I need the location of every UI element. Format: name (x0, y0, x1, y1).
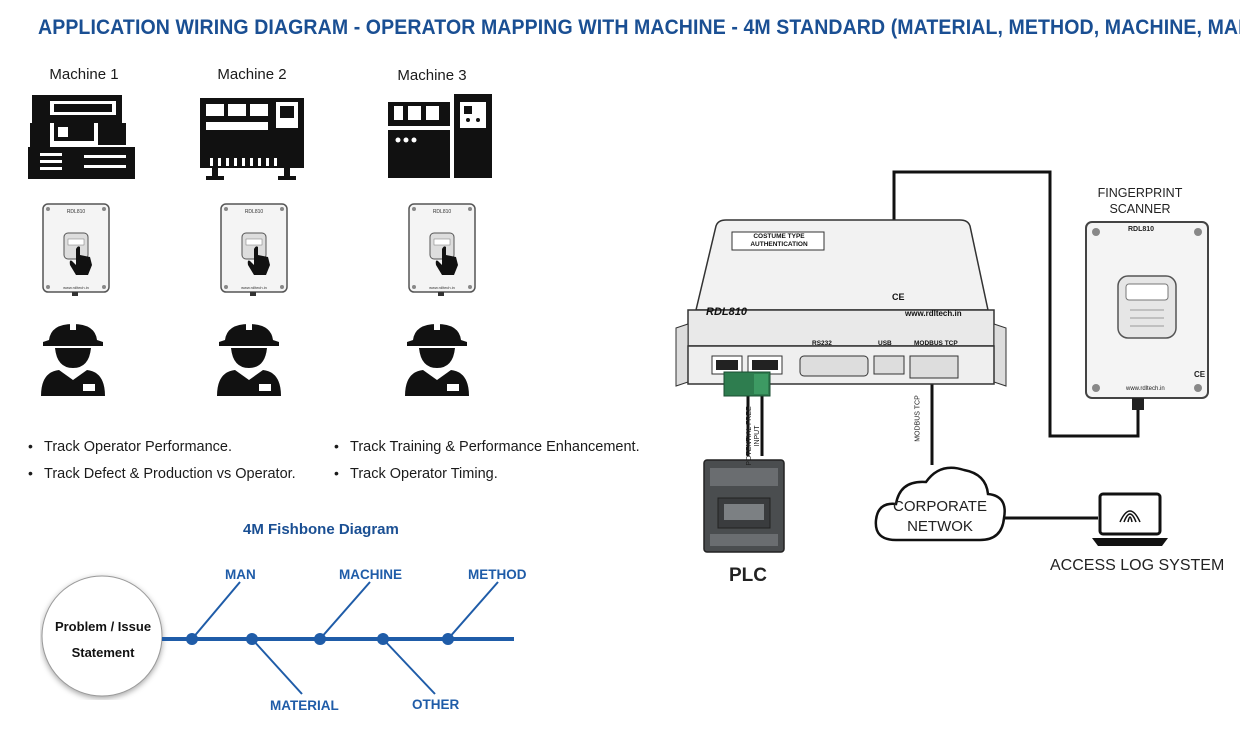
bullet-list-right: Track Training & Performance Enhancement… (334, 433, 640, 487)
machine-3-icon (388, 94, 492, 178)
device-port-modbus: MODBUS TCP (914, 340, 958, 347)
device-plate-line1: COSTUME TYPE (753, 233, 805, 240)
plc-device (703, 459, 785, 553)
plc-wire-label-line2: INPUT (754, 425, 761, 447)
svg-text:RDL810: RDL810 (67, 209, 86, 215)
machine-2-icon (200, 98, 304, 180)
fishbone-head-line2: Statement (71, 645, 135, 660)
device-port-rs232: RS232 (812, 340, 832, 347)
rdl810-device (675, 219, 1007, 397)
fishbone-bone-other (382, 638, 436, 695)
device-plate: COSTUME TYPE AUTHENTICATION (736, 233, 822, 249)
access-log-system-label: ACCESS LOG SYSTEM (1050, 557, 1225, 574)
fingerprint-title-line2: SCANNER (1109, 202, 1171, 216)
machine-1-label: Machine 1 (49, 66, 119, 83)
fishbone-title: 4M Fishbone Diagram (243, 521, 399, 538)
svg-text:www.rdltech.in: www.rdltech.in (241, 285, 267, 290)
device-port-usb: USB (878, 340, 892, 347)
fingerprint-title-line1: FINGERPRINT (1097, 186, 1183, 200)
fishbone-label-machine: MACHINE (339, 567, 402, 582)
fishbone-head: Problem / Issue Statement (42, 614, 164, 666)
laptop-icon (1092, 492, 1168, 546)
fingerprint-scanner-device (1085, 221, 1209, 410)
cloud-line1: CORPORATE (893, 498, 987, 515)
page-title: APPLICATION WIRING DIAGRAM - OPERATOR MA… (38, 16, 1240, 39)
corporate-network-label: CORPORATE NETWOK (880, 497, 1000, 537)
wiring-diagram (675, 170, 1209, 553)
fingerprint-scanner-url: www.rdltech.in (1126, 386, 1165, 392)
modbus-wire-label: MODBUS TCP (914, 395, 922, 442)
plc-label: PLC (729, 565, 767, 586)
fingerprint-scanner-brand: RDL810 (1128, 226, 1155, 233)
scanner-wire (892, 170, 1140, 438)
cloud-line2: NETWOK (907, 518, 973, 535)
svg-text:www.rdltech.in: www.rdltech.in (63, 285, 89, 290)
svg-text:RDL810: RDL810 (433, 209, 452, 215)
fingerprint-scanner-title: FINGERPRINT SCANNER (1086, 185, 1194, 217)
machine-3-scanner: RDL810 www.rdltech.in (408, 203, 476, 296)
device-plate-line2: AUTHENTICATION (750, 241, 808, 248)
plc-wire-label: POTENTIAL FREE INPUT (746, 386, 762, 486)
svg-text:www.rdltech.in: www.rdltech.in (429, 285, 455, 290)
bullet-item: Track Operator Timing. (334, 460, 640, 487)
device-ce-mark: CE (892, 292, 905, 302)
plc-wire-label-line1: POTENTIAL FREE (746, 406, 753, 466)
machine-2-scanner: RDL810 www.rdltech.in (220, 203, 288, 296)
bullet-list-left: Track Operator Performance. Track Defect… (28, 433, 296, 487)
bullet-item: Track Operator Performance. (28, 433, 296, 460)
fishbone-diagram (41, 575, 514, 697)
fishbone-bone-man (191, 581, 241, 640)
fishbone-head-line1: Problem / Issue (54, 619, 152, 634)
device-url: www.rdltech.in (905, 309, 962, 318)
fishbone-label-man: MAN (225, 567, 256, 582)
machine-1-scanner: RDL810 www.rdltech.in (42, 203, 110, 296)
fishbone-bone-material (251, 638, 303, 695)
operator-1-icon (41, 322, 105, 396)
corporate-cloud (874, 466, 1006, 542)
fishbone-label-method: METHOD (468, 567, 527, 582)
fishbone-label-other: OTHER (412, 697, 460, 712)
machine-1-icon (28, 95, 135, 179)
svg-text:RDL810: RDL810 (245, 209, 264, 215)
fingerprint-scanner-ce: CE (1194, 370, 1206, 379)
machine-2-label: Machine 2 (217, 66, 287, 83)
fishbone-bone-method (447, 581, 499, 640)
bullet-item: Track Defect & Production vs Operator. (28, 460, 296, 487)
fishbone-label-material: MATERIAL (270, 698, 339, 713)
machine-3-label: Machine 3 (397, 67, 467, 84)
bullet-item: Track Training & Performance Enhancement… (334, 433, 640, 460)
device-model: RDL810 (706, 306, 747, 318)
fishbone-bone-machine (319, 581, 371, 640)
operator-3-icon (405, 322, 469, 396)
operator-2-icon (217, 322, 281, 396)
